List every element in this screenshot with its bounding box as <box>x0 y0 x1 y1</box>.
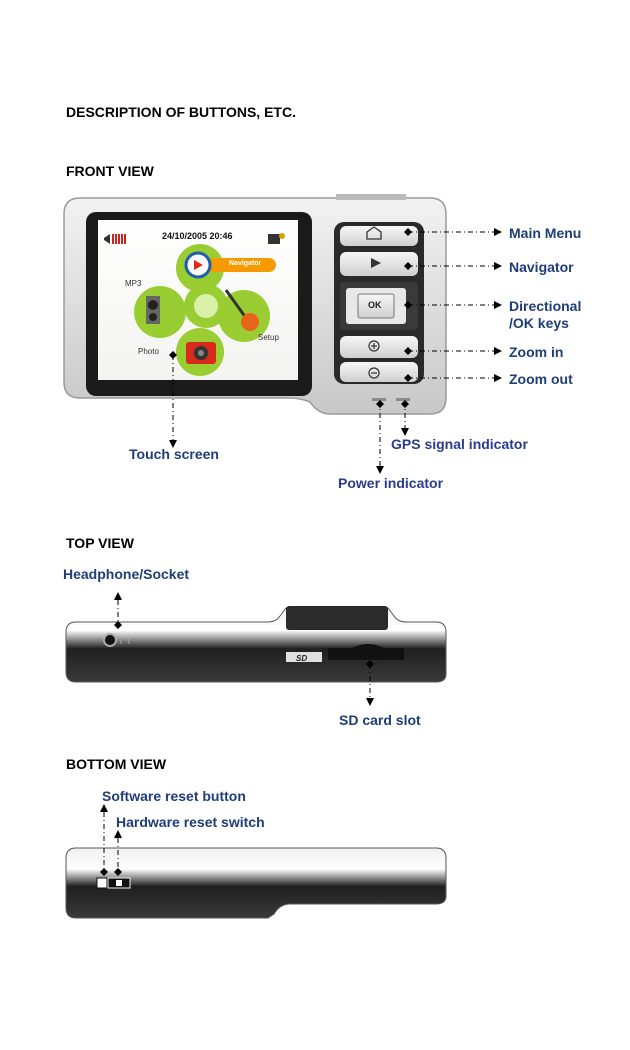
power-indicator <box>372 398 386 401</box>
sd-logo: SD <box>296 654 307 663</box>
speaker-icon <box>146 296 160 324</box>
front-view-heading: FRONT VIEW <box>66 163 154 179</box>
label-hardware-reset: Hardware reset switch <box>116 814 265 830</box>
label-headphone-socket: Headphone/Socket <box>63 566 190 582</box>
zoom-out-icon <box>368 367 380 379</box>
label-zoom-out: Zoom out <box>509 371 573 387</box>
device-bottom-body <box>65 847 447 919</box>
play-icon <box>371 258 381 268</box>
gps-status-icon <box>268 233 285 244</box>
label-sd-card-slot: SD card slot <box>339 712 421 728</box>
screen-navigator-label[interactable]: Navigator <box>229 260 262 267</box>
label-software-reset: Software reset button <box>102 788 246 804</box>
battery-icon <box>104 234 126 244</box>
label-main-menu: Main Menu <box>509 225 582 241</box>
sd-card-slot <box>328 644 404 660</box>
zoom-in-icon <box>368 340 380 352</box>
top-view-diagram: SD <box>65 592 447 706</box>
navigator-pill <box>206 258 276 272</box>
label-ok-keys: /OK keys <box>509 315 569 331</box>
screen-datetime: 24/10/2005 20:46 <box>162 231 233 241</box>
headphone-socket <box>103 633 117 647</box>
page-heading: DESCRIPTION OF BUTTONS, ETC. <box>66 104 296 120</box>
label-gps-indicator: GPS signal indicator <box>391 436 528 452</box>
camera-icon <box>186 342 216 364</box>
software-reset-button <box>96 877 108 889</box>
label-zoom-in: Zoom in <box>509 344 564 360</box>
bottom-view-diagram <box>65 804 447 919</box>
label-touch-screen: Touch screen <box>129 446 219 462</box>
ok-key-label[interactable]: OK <box>368 300 382 310</box>
front-view-diagram <box>63 194 502 474</box>
screen-photo-label[interactable]: Photo <box>138 347 159 356</box>
label-navigator: Navigator <box>509 259 574 275</box>
screen-mp3-label[interactable]: MP3 <box>125 279 142 288</box>
setup-icon <box>224 289 259 331</box>
screen-setup-label[interactable]: Setup <box>258 333 279 342</box>
main-menu-key <box>340 226 418 246</box>
bottom-view-heading: BOTTOM VIEW <box>66 756 167 772</box>
label-directional: Directional <box>509 298 582 314</box>
gps-indicator <box>396 398 410 401</box>
headphone-icon <box>120 636 130 644</box>
label-power-indicator: Power indicator <box>338 475 444 491</box>
sd-logo-box <box>286 652 322 662</box>
device-top-body <box>65 607 447 683</box>
top-view-heading: TOP VIEW <box>66 535 134 551</box>
home-icon <box>366 226 382 240</box>
